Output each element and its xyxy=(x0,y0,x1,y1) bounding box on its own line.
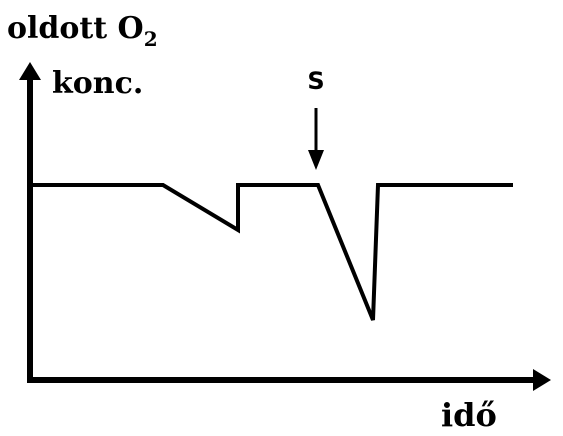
annotation-arrow-head xyxy=(308,150,324,170)
y-axis-arrowhead xyxy=(19,62,41,80)
x-axis-label: idő xyxy=(441,396,497,434)
y-axis-label-subscript: 2 xyxy=(144,27,158,51)
annotation-label: S xyxy=(307,67,324,95)
y-axis-label-line2: konc. xyxy=(52,66,143,101)
y-axis-label: oldott O2 xyxy=(7,11,158,51)
x-axis-arrowhead xyxy=(533,369,551,391)
series-line-oxygen xyxy=(33,183,513,321)
y-axis-label-main: oldott O xyxy=(7,11,144,46)
